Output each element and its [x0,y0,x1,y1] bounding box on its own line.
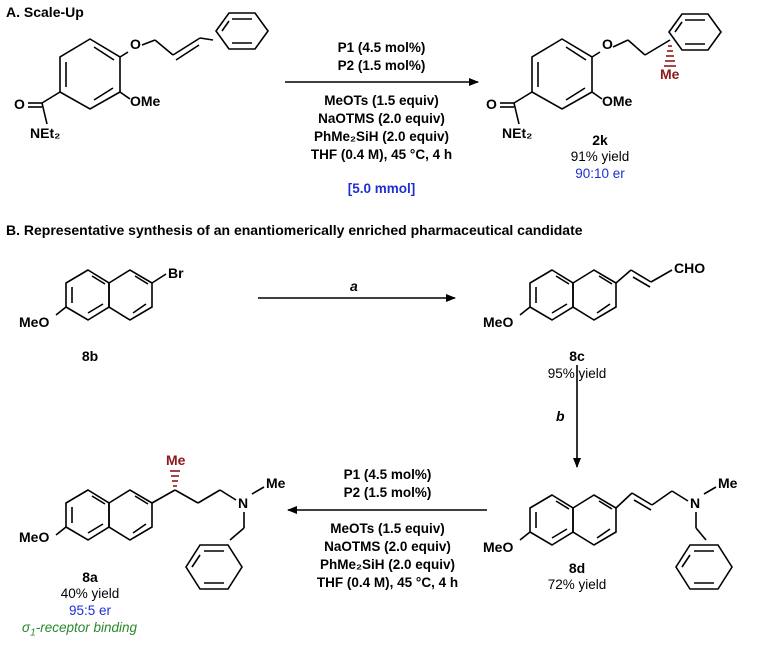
condition-p2: P2 (1.5 mol%) [337,58,426,73]
condition-silane-b: PhMe₂SiH (2.0 equiv) [319,557,456,572]
atom-me-stereo-8a: Me [166,452,186,468]
compound-8a-binding-note: σ1-receptor binding [22,620,137,639]
compound-8d-yield: 72% yield [547,577,607,592]
compound-8d-structure [519,486,733,590]
atom-cho: CHO [674,260,706,276]
compound-8a-structure [55,486,265,590]
compound-8a-yield: 40% yield [60,586,120,601]
condition-p1-b: P1 (4.5 mol%) [343,467,432,482]
atom-me-8d: Me [718,475,738,491]
conditions-above-arrow-final: P1 (4.5 mol%) P2 (1.5 mol%) [288,466,487,502]
atom-meo-8d: MeO [483,539,514,555]
condition-solvent-temp: THF (0.4 M), 45 °C, 4 h [310,147,453,162]
atom-ome-2k: OMe [602,93,633,109]
condition-meots: MeOTs (1.5 equiv) [324,93,439,108]
compound-8c-structure [519,269,673,321]
atom-o-ether-sm: O [130,36,141,52]
condition-naotms-b: NaOTMS (2.0 equiv) [324,539,451,554]
conditions-below-arrow-a: MeOTs (1.5 equiv) NaOTMS (2.0 equiv) PhM… [285,92,478,164]
condition-silane: PhMe₂SiH (2.0 equiv) [313,129,450,144]
compound-8a-label: 8a [82,569,98,585]
condition-solvent-temp-b: THF (0.4 M), 45 °C, 4 h [316,575,459,590]
atom-n-8a: N [238,495,249,511]
step-b-label: b [556,408,565,424]
conditions-below-arrow-final: MeOTs (1.5 equiv) NaOTMS (2.0 equiv) PhM… [288,520,487,592]
sigma-symbol: σ [22,620,31,635]
atom-net2-sm: NEt₂ [30,125,61,141]
conditions-above-arrow-a: P1 (4.5 mol%) P2 (1.5 mol%) [285,39,478,75]
scale-label: [5.0 mmol] [347,181,416,196]
atom-o-carbonyl-2k: O [486,96,497,112]
binding-note-text: -receptor binding [35,620,138,635]
condition-p2-b: P2 (1.5 mol%) [343,485,432,500]
product-2k-yield: 91% yield [570,149,630,164]
product-2k-structure [500,13,722,125]
compound-8c-yield: 95% yield [547,366,607,381]
compound-8d-label: 8d [568,560,586,576]
atom-br: Br [168,265,184,281]
product-2k-label: 2k [592,132,608,148]
atom-me-stereo-2k: Me [660,66,680,82]
condition-p1: P1 (4.5 mol%) [337,40,426,55]
starting-material-structure [28,12,269,125]
product-2k-er: 90:10 er [575,166,625,181]
condition-naotms: NaOTMS (2.0 equiv) [318,111,445,126]
section-b-header: B. Representative synthesis of an enanti… [6,222,583,238]
atom-meo-8c: MeO [483,314,514,330]
atom-me-8a: Me [266,475,286,491]
atom-o-carbonyl-sm: O [14,96,25,112]
step-a-label: a [350,278,358,294]
compound-8a-er: 95:5 er [68,603,112,618]
atom-n-8d: N [690,495,701,511]
atom-ome-sm: OMe [130,93,161,109]
compound-8b-label: 8b [81,348,99,364]
section-a-header: A. Scale-Up [6,4,84,20]
atom-meo-8b: MeO [19,314,50,330]
condition-meots-b: MeOTs (1.5 equiv) [330,521,445,536]
compound-8b-structure [55,269,167,321]
atom-meo-8a: MeO [19,529,50,545]
stereo-hash-bond-2k [664,45,676,67]
atom-o-ether-2k: O [602,36,613,52]
sigma-subscript: 1 [30,627,36,639]
compound-8c-label: 8c [569,348,585,364]
atom-net2-2k: NEt₂ [502,125,533,141]
stereo-hash-bond-8a [170,470,180,487]
